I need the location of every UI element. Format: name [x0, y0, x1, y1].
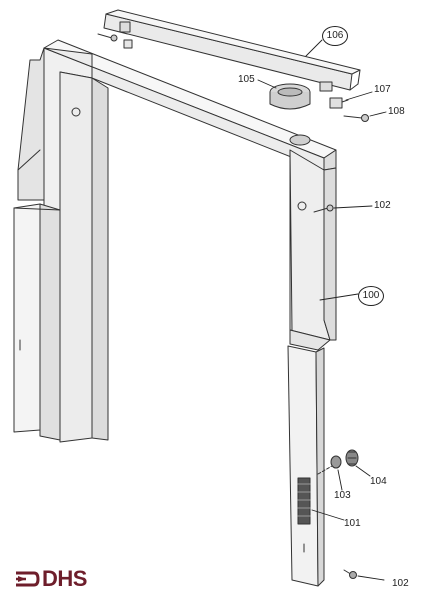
callout-105: 105: [238, 74, 255, 85]
callout-106: 106: [322, 26, 348, 46]
screw-108: [343, 114, 369, 122]
screw-102-upper: [313, 204, 334, 213]
callout-102-lower: 102: [392, 578, 409, 589]
logo-arrow-icon: [16, 571, 40, 587]
callout-104: 104: [370, 476, 387, 487]
dhs-logo: DHS: [14, 566, 87, 591]
callout-107: 107: [374, 84, 391, 95]
leader-lines: [257, 39, 387, 581]
frame-left-column: [13, 47, 109, 443]
screw-102-lower: [343, 569, 357, 579]
callout-103: 103: [334, 490, 351, 501]
logo-text: DHS: [42, 566, 87, 591]
knob-105: [269, 83, 311, 110]
right-trim-strip: [287, 345, 325, 587]
frame-right-column: [289, 149, 337, 351]
frame-top-crossbar: [43, 39, 337, 171]
spring-104: [345, 449, 359, 467]
screw-top-left: [97, 33, 133, 49]
top-trim-rail: [103, 9, 361, 92]
callout-101: 101: [344, 518, 361, 529]
callout-100: 100: [358, 286, 384, 306]
washer-103: [317, 455, 342, 475]
callout-108: 108: [388, 106, 405, 117]
callout-102-upper: 102: [374, 200, 391, 211]
clip-107: [329, 97, 349, 109]
